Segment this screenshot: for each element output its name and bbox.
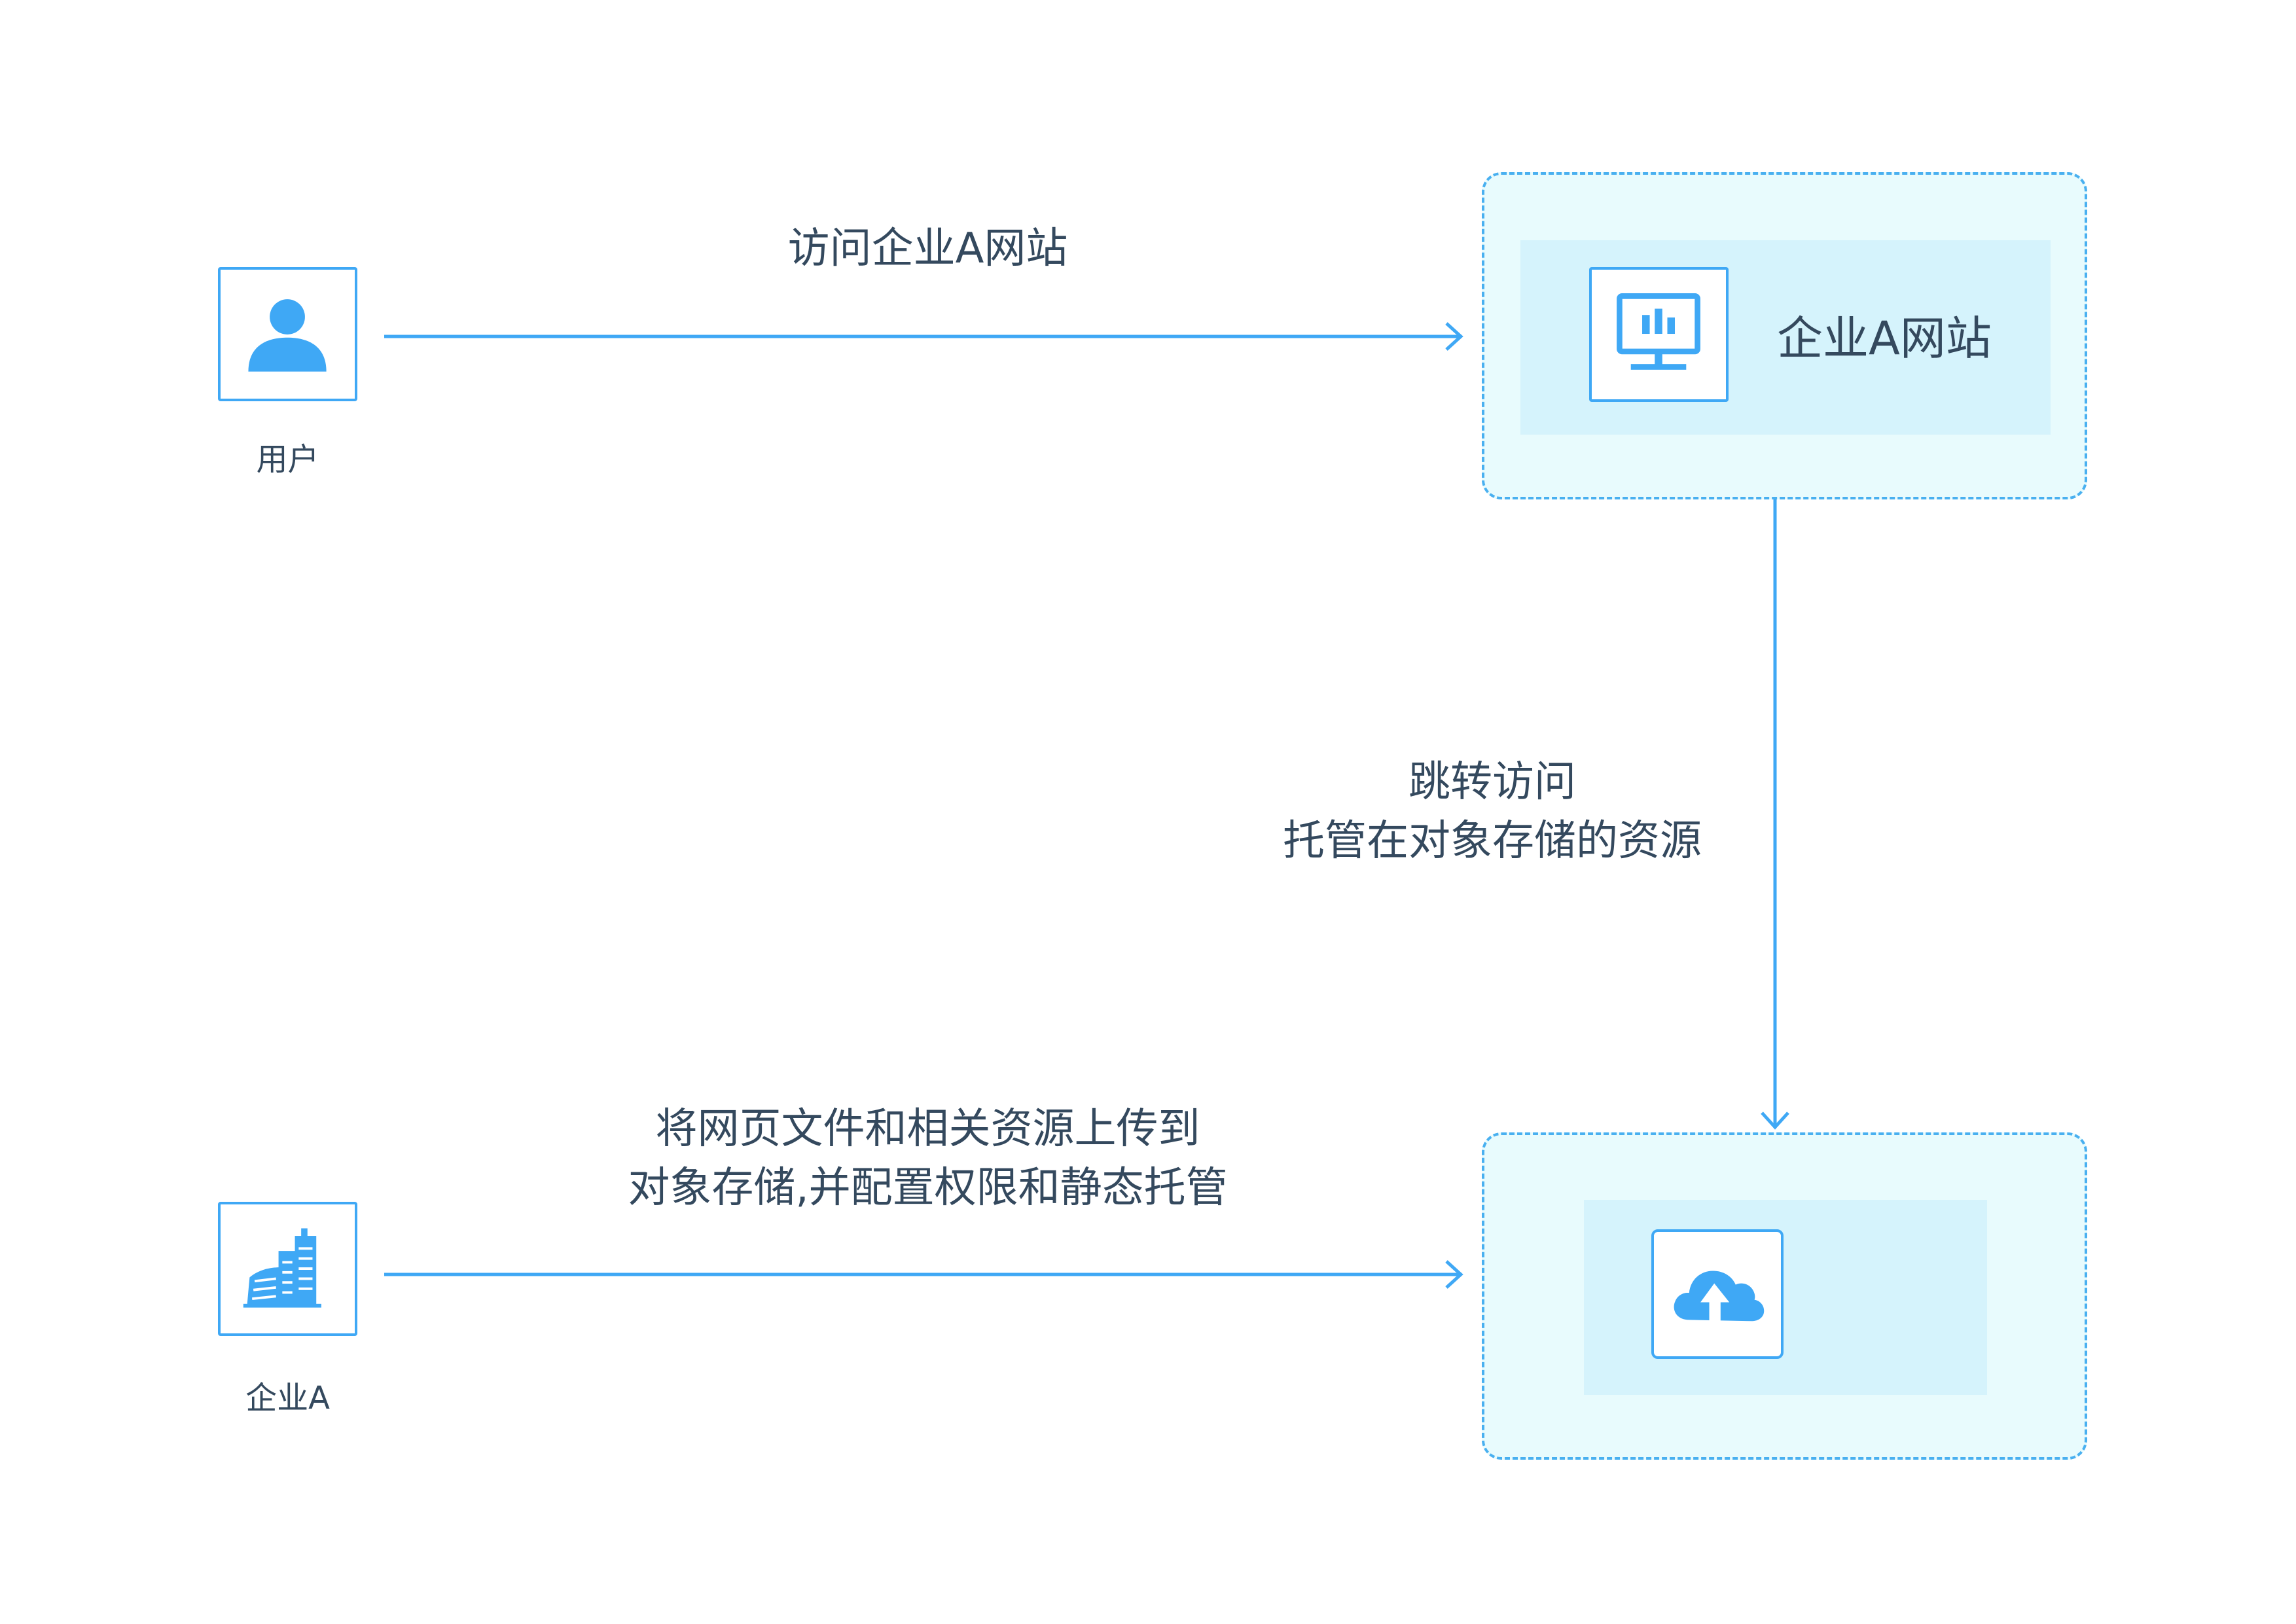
visit-label: 访问企业A网站 xyxy=(787,225,1068,273)
company-caption: 企业A xyxy=(245,1380,330,1416)
user-caption: 用户 xyxy=(256,441,319,478)
user-icon xyxy=(248,299,327,372)
storage-icon-tile xyxy=(1651,1229,1784,1359)
storage-panel xyxy=(1584,1200,1987,1395)
website-icon-tile xyxy=(1589,267,1729,402)
user-node xyxy=(218,267,357,401)
website-title: 企业A网站 xyxy=(1777,312,1992,365)
redirect-arrowhead xyxy=(1761,1111,1789,1130)
building-icon xyxy=(243,1228,321,1308)
redirect-label-line1: 跳转访问 xyxy=(1408,758,1576,806)
company-node xyxy=(218,1202,357,1336)
redirect-label-line2: 托管在对象存储的资源 xyxy=(1283,817,1702,865)
monitor-chart-icon xyxy=(1617,293,1700,370)
upload-label-line1: 将网页文件和相关资源上传到 xyxy=(655,1105,1200,1153)
upload-arrowhead xyxy=(1445,1260,1463,1289)
cloud-upload-icon xyxy=(1674,1271,1765,1324)
visit-arrowhead xyxy=(1445,322,1463,351)
upload-label-line2: 对象存储,并配置权限和静态托管 xyxy=(628,1164,1228,1212)
